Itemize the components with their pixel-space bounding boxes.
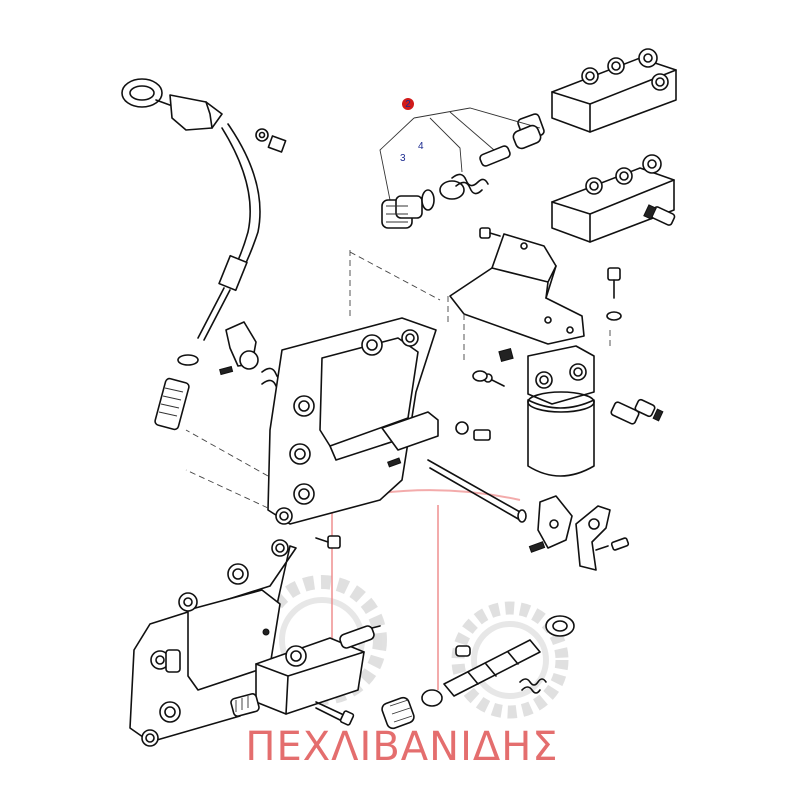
plunger xyxy=(479,145,511,167)
end-seal xyxy=(545,615,575,637)
pump-shaft xyxy=(339,625,381,649)
valve-spring xyxy=(451,173,489,195)
o-ring xyxy=(439,180,465,200)
pump-fitting-left xyxy=(230,693,260,717)
pump-bolt xyxy=(315,701,355,726)
plunger-set xyxy=(381,615,575,730)
lower-housing-cover xyxy=(129,539,297,747)
sensor-plug xyxy=(643,204,676,226)
bolt xyxy=(479,227,501,239)
mounting-bracket xyxy=(447,227,622,345)
spool-cap xyxy=(455,645,471,657)
small-fitting xyxy=(165,649,181,673)
bolt-vertical xyxy=(606,267,622,321)
callout-2: 2 xyxy=(402,98,414,110)
bolt-center xyxy=(455,421,491,441)
washer xyxy=(421,189,435,211)
callout-label-3: 3 xyxy=(400,153,406,164)
callout-badge xyxy=(402,98,414,110)
spool xyxy=(443,639,541,697)
fitting-lower xyxy=(381,696,415,730)
bolt-lower-left xyxy=(315,535,341,549)
valve-block-lower xyxy=(551,154,676,243)
leader-lines xyxy=(349,251,611,360)
gear-icon-right xyxy=(451,601,569,719)
filter-assembly xyxy=(472,345,664,477)
valve-block-upper xyxy=(517,48,677,141)
sleeve xyxy=(512,124,542,150)
fitting-set: 2 3 4 xyxy=(379,98,542,229)
watermark-text: ΠΕΧΛΙΒΑΝΙΔΗΣ xyxy=(245,724,558,770)
callout-label-4: 4 xyxy=(418,141,424,152)
upper-housing-cover xyxy=(185,250,439,525)
lever-plate xyxy=(381,411,439,451)
shaft-and-links xyxy=(315,421,630,571)
control-rod-assembly xyxy=(121,78,287,341)
threaded-fitting xyxy=(381,195,423,229)
threaded-stud xyxy=(154,377,190,431)
filter-canister xyxy=(527,399,595,477)
watermark-logo: ΠΕΧΛΙΒΑΝΙΔΗΣ xyxy=(245,489,569,770)
small-spring xyxy=(519,678,547,694)
callout-label-2: 2 xyxy=(405,99,411,110)
pump-body xyxy=(230,625,381,726)
bolt-right xyxy=(595,537,630,551)
o-ring-lower xyxy=(421,689,443,707)
bolt-left-of-filter xyxy=(472,370,505,387)
sensor-plug-right xyxy=(610,398,664,425)
